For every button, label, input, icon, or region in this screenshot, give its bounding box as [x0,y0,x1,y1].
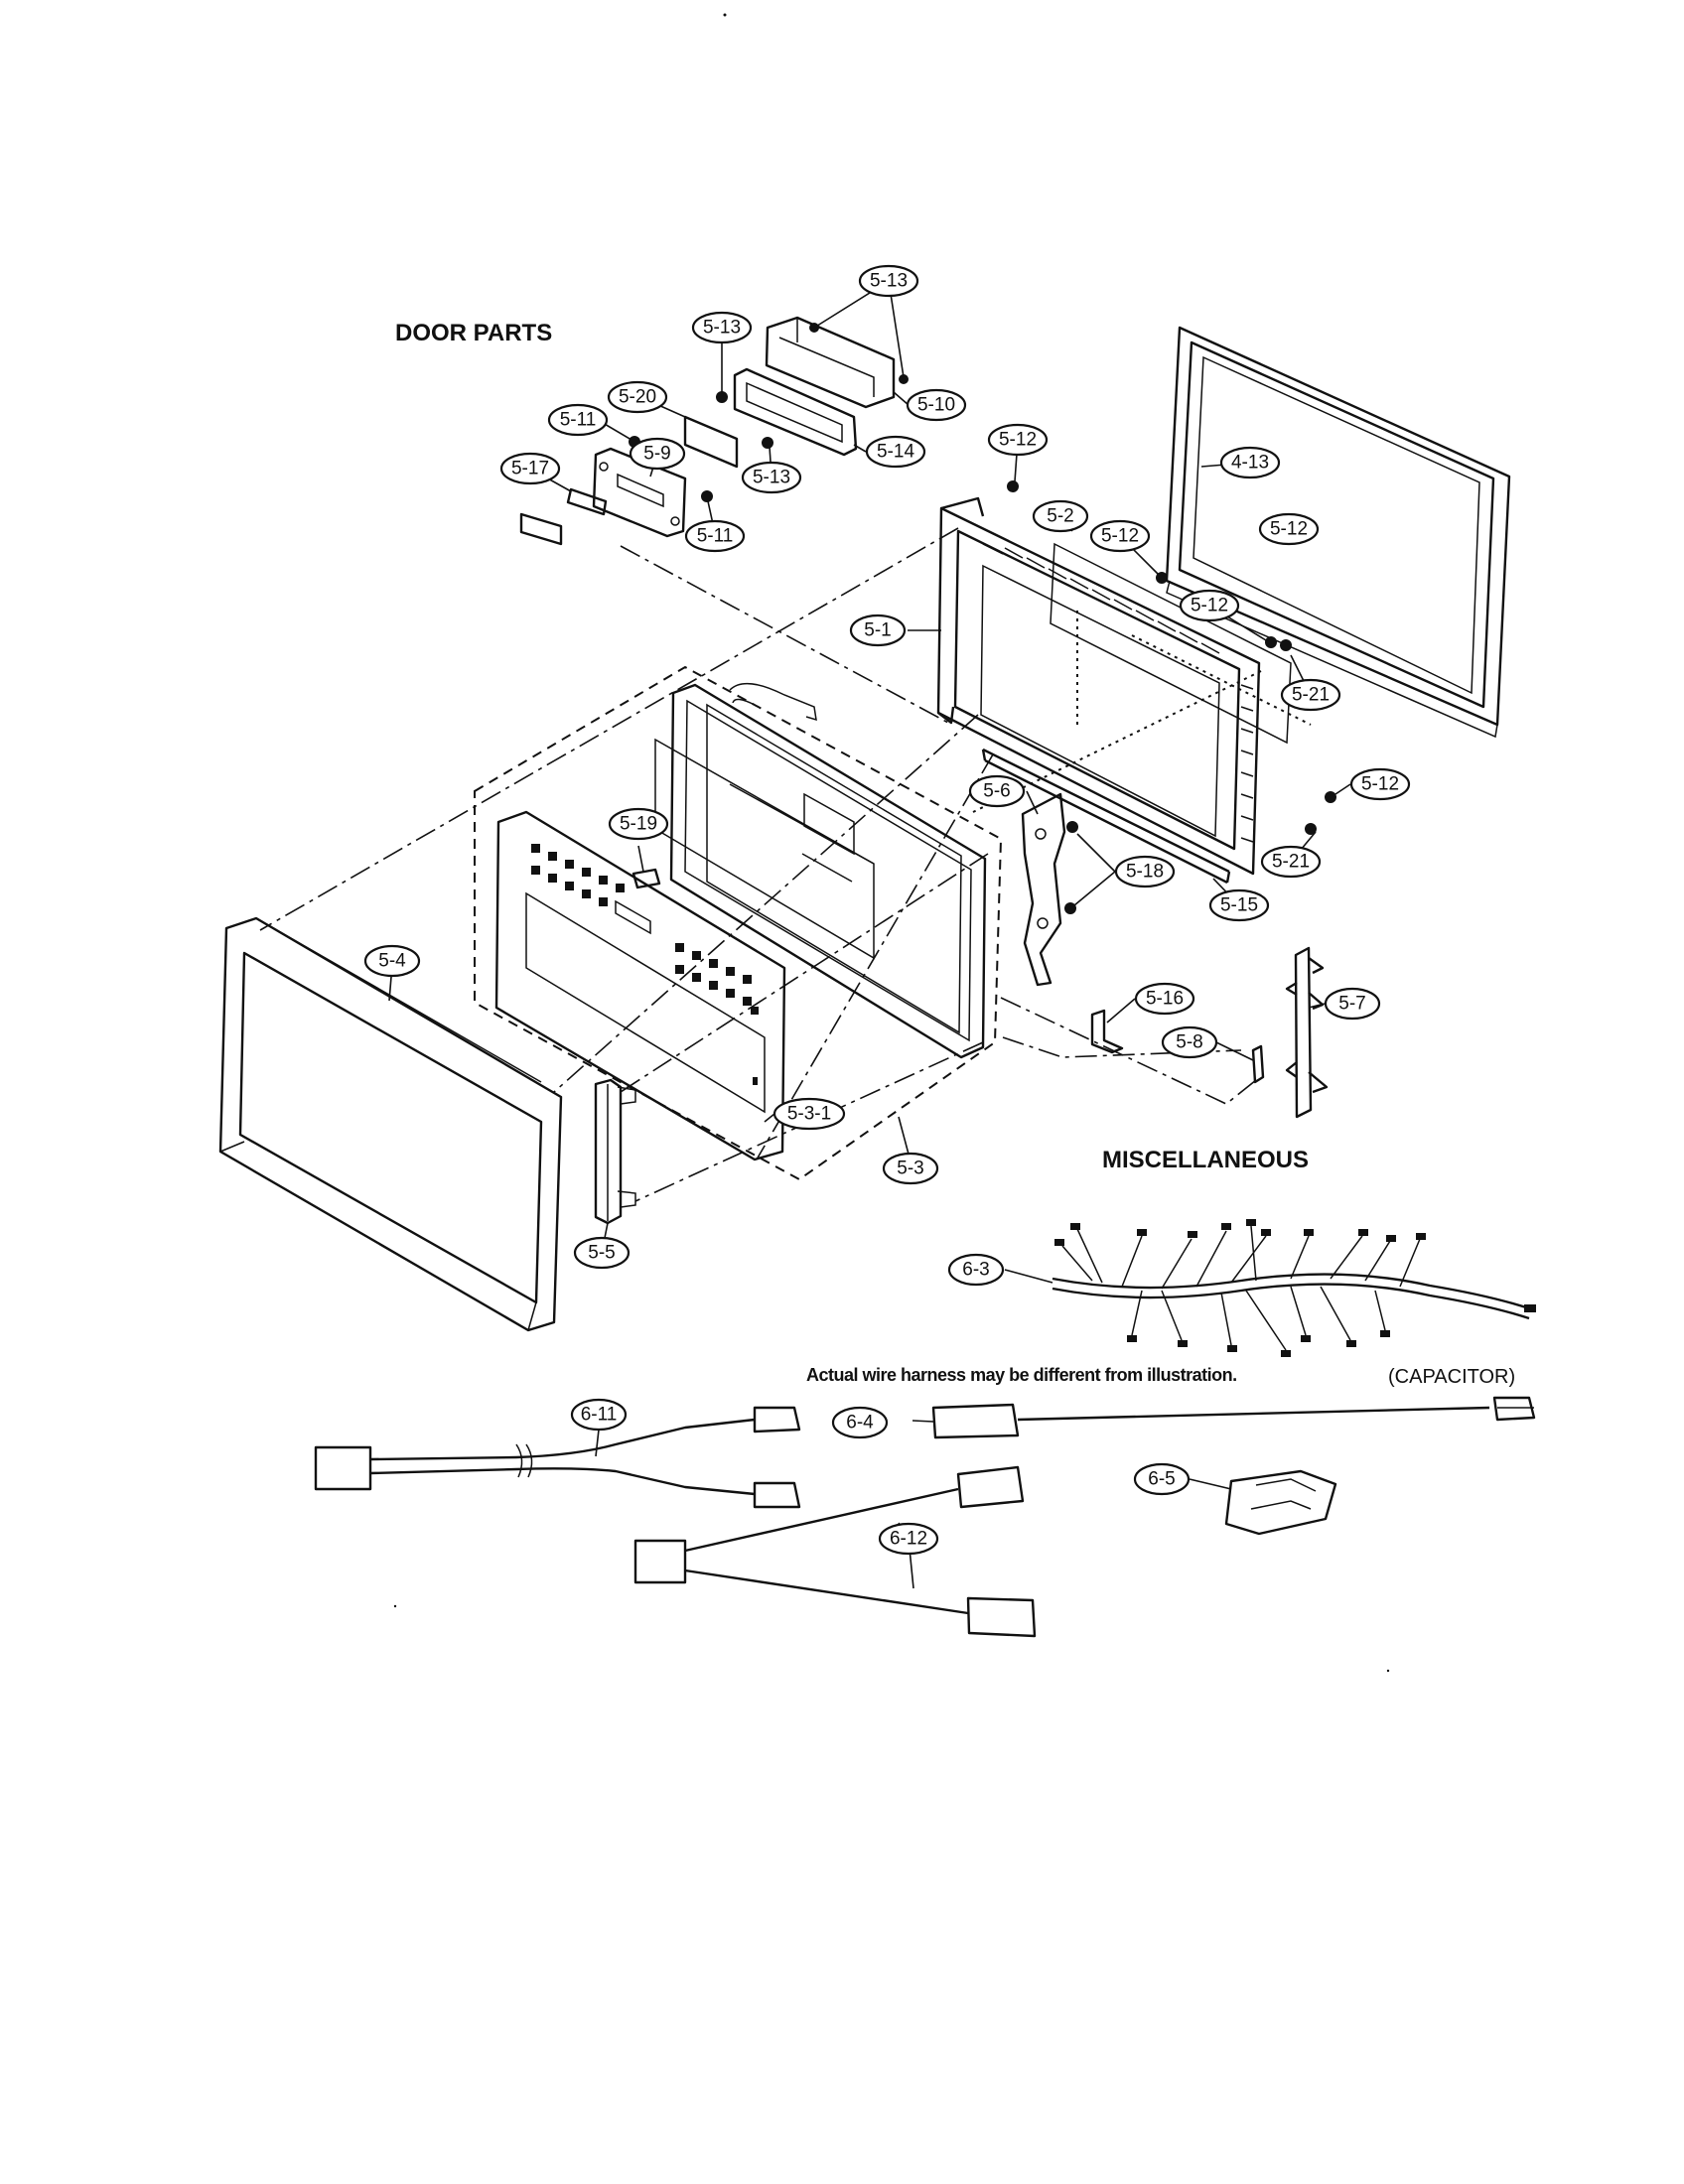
svg-text:5-17: 5-17 [511,459,549,479]
door-handle [594,1078,636,1225]
svg-text:5-9: 5-9 [643,444,670,465]
projection-lines [259,527,1312,1202]
door-seal-frame [1165,326,1511,739]
svg-text:5-5: 5-5 [588,1243,615,1264]
svg-text:5-1: 5-1 [864,620,891,641]
callout: 5-11 [684,519,746,553]
svg-text:6-12: 6-12 [890,1529,927,1550]
svg-text:6-5: 6-5 [1148,1469,1175,1490]
door-spacer [632,868,661,889]
svg-text:5-12: 5-12 [1191,596,1228,616]
svg-text:5-11: 5-11 [697,526,734,547]
latch-lever [1285,946,1329,1119]
callout: 6-12 [878,1522,939,1556]
callout: 5-4 [363,944,421,978]
callout: 5-3 [882,1152,939,1185]
svg-text:5-6: 5-6 [983,781,1010,802]
callout: 5-13 [741,461,802,494]
door-hinge-plate [1021,792,1066,987]
svg-text:5-4: 5-4 [378,951,406,972]
door-parts-heading: DOOR PARTS [395,320,552,346]
callout: 5-18 [1114,855,1176,888]
door-assembly-boundary [474,665,1003,1181]
callout: 5-12 [987,423,1049,457]
callout: 5-13 [691,311,753,344]
latch-assembly [519,316,1336,914]
callout: 5-16 [1134,982,1195,1016]
callout-bubbles: 5-13 5-13 5-10 5-20 5-11 5-9 5-14 5-17 5… [363,264,1411,1556]
svg-text:5-13: 5-13 [703,318,741,339]
svg-text:6-4: 6-4 [846,1413,874,1433]
callout: 5-8 [1161,1025,1218,1059]
callout: 5-14 [865,435,926,469]
callout: 5-12 [1179,589,1240,622]
svg-text:5-7: 5-7 [1338,994,1365,1015]
callout: 5-20 [607,380,668,414]
callout: 6-11 [570,1398,628,1432]
callout: 5-12 [1089,519,1151,553]
svg-text:5-18: 5-18 [1126,862,1164,883]
svg-text:5-3-1: 5-3-1 [787,1104,831,1125]
door-rail [981,748,1231,885]
svg-text:5-3: 5-3 [897,1159,923,1179]
svg-text:5-13: 5-13 [753,468,790,488]
capacitor-holder [1224,1469,1337,1536]
svg-text:5-21: 5-21 [1292,685,1330,706]
svg-text:5-12: 5-12 [1361,774,1399,795]
harness-note: Actual wire harness may be different fro… [806,1365,1237,1385]
svg-text:5-16: 5-16 [1146,989,1184,1010]
callout: 6-5 [1133,1462,1191,1496]
callout: 5-19 [608,807,669,841]
callout: 6-4 [831,1406,889,1439]
svg-text:5-2: 5-2 [1047,506,1073,527]
callout: 5-5 [573,1236,631,1270]
callout: 5-9 [629,437,686,471]
callout: 4-13 [1219,446,1281,479]
svg-text:4-13: 4-13 [1231,453,1269,474]
svg-text:5-8: 5-8 [1176,1032,1202,1053]
callout: 5-6 [968,774,1026,808]
outer-door-frame [218,916,563,1332]
callout: 5-10 [906,388,967,422]
callout: 5-21 [1280,678,1341,712]
callout: 5-11 [547,403,609,437]
svg-text:6-3: 6-3 [962,1260,989,1281]
svg-text:6-11: 6-11 [581,1405,618,1426]
callout: 5-17 [499,452,561,485]
wire-6-11 [314,1406,801,1509]
svg-text:5-10: 5-10 [917,395,955,416]
svg-text:5-13: 5-13 [870,271,908,292]
door-panel [654,682,987,1059]
svg-text:5-12: 5-12 [1270,519,1308,540]
svg-text:5-12: 5-12 [999,430,1037,451]
wire-6-12 [633,1465,1037,1638]
callout: 5-15 [1208,888,1270,922]
callout: 5-1 [849,614,907,647]
svg-text:5-14: 5-14 [877,442,914,463]
svg-text:5-20: 5-20 [619,387,656,408]
capacitor-label: (CAPACITOR) [1388,1366,1515,1388]
callout: 5-21 [1260,845,1322,879]
callout: 5-2 [1032,499,1089,533]
inner-door-frame [936,496,1292,876]
callout: 5-7 [1324,987,1381,1021]
svg-text:5-11: 5-11 [560,410,597,431]
callout: 5-3-1 [772,1097,846,1131]
wire-harness [1052,1219,1536,1357]
callout: 6-3 [947,1253,1005,1287]
capacitor-wire [931,1396,1536,1439]
svg-text:5-12: 5-12 [1101,526,1139,547]
callout: 5-12 [1258,512,1320,546]
svg-text:5-19: 5-19 [620,814,657,835]
control-panel-sheet [494,810,786,1161]
svg-text:5-21: 5-21 [1272,852,1310,873]
svg-text:5-15: 5-15 [1220,895,1258,916]
latch-spring [1251,1044,1265,1084]
miscellaneous-heading: MISCELLANEOUS [1102,1147,1309,1173]
callout: 5-12 [1349,767,1411,801]
callout: 5-13 [858,264,919,298]
door-clip [1090,1009,1124,1054]
